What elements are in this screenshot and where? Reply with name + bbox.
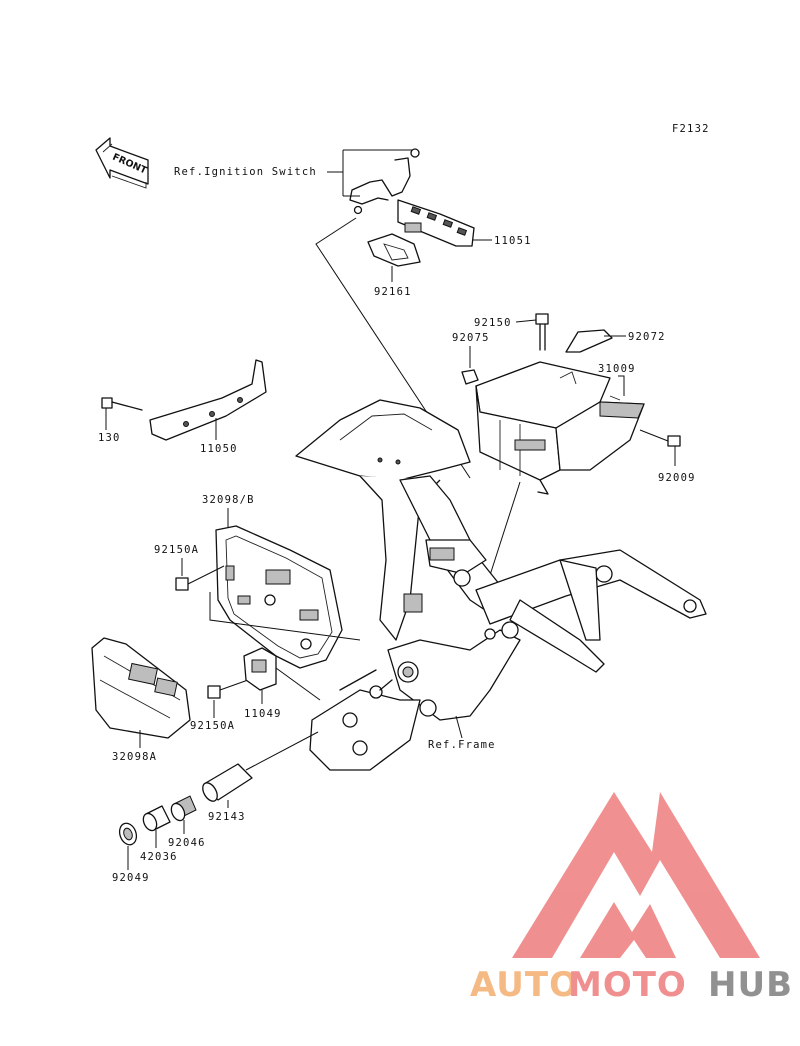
- bolt-92150a-top: [175, 565, 225, 591]
- part-92150a-top-label: 92150A: [154, 544, 199, 556]
- figure-code: F2132: [672, 123, 710, 135]
- bolt-92150: [535, 313, 549, 351]
- front-arrow-icon: FRONT: [95, 137, 149, 189]
- leader-31009: [618, 375, 625, 396]
- seal-92049: [118, 822, 138, 846]
- leader-ignition-frame: [315, 217, 471, 479]
- bearing-92046: [170, 795, 197, 822]
- nut-92075: [461, 369, 479, 385]
- part-31009-label: 31009: [598, 363, 636, 375]
- ref-frame-label: Ref.Frame: [428, 739, 496, 751]
- logo-part-auto: AUTO: [470, 965, 579, 1005]
- part-11049-label: 11049: [244, 708, 282, 720]
- collar-42036: [142, 805, 171, 832]
- leader-cover-frame-1: [209, 592, 361, 641]
- bracket-11050: [149, 359, 267, 441]
- part-92009-label: 92009: [658, 472, 696, 484]
- part-130-label: 130: [98, 432, 121, 444]
- part-92143-label: 92143: [208, 811, 246, 823]
- automotohub-logo: AUTO MOTO HUB: [470, 792, 793, 1005]
- leader-ref-frame: [455, 715, 463, 739]
- leader-cover-frame-2: [275, 667, 321, 701]
- bolt-130: [101, 397, 143, 411]
- ignition-switch-leader: [327, 149, 412, 197]
- strap-92072: [565, 329, 613, 353]
- bracket-11049: [243, 647, 277, 691]
- frame-assembly: [295, 399, 707, 771]
- part-92150a-bottom-label: 92150A: [190, 720, 235, 732]
- part-11050-label: 11050: [200, 443, 238, 455]
- part-11051-label: 11051: [494, 235, 532, 247]
- side-cover-32098a: [91, 637, 191, 739]
- screw-92009: [639, 429, 681, 447]
- leader-92150: [515, 319, 537, 323]
- bracket-11051: [349, 148, 475, 247]
- part-92046-label: 92046: [168, 837, 206, 849]
- part-92072-label: 92072: [628, 331, 666, 343]
- part-92049-label: 92049: [112, 872, 150, 884]
- ref-ignition-switch-label: Ref.Ignition Switch: [174, 166, 317, 178]
- part-92150-label: 92150: [474, 317, 512, 329]
- sleeve-92143: [202, 731, 319, 802]
- logo-part-hub: HUB: [708, 965, 793, 1005]
- part-92075-label: 92075: [452, 332, 490, 344]
- part-92161-label: 92161: [374, 286, 412, 298]
- part-32098b-label: 32098/B: [202, 494, 255, 506]
- part-32098a-label: 32098A: [112, 751, 157, 763]
- cover-92161: [367, 233, 421, 267]
- bolt-92150a-bottom: [207, 679, 249, 699]
- part-42036-label: 42036: [140, 851, 178, 863]
- logo-part-moto: MOTO: [568, 965, 687, 1005]
- side-cover-32098b: [215, 525, 343, 669]
- battery-case-31009: [475, 361, 645, 495]
